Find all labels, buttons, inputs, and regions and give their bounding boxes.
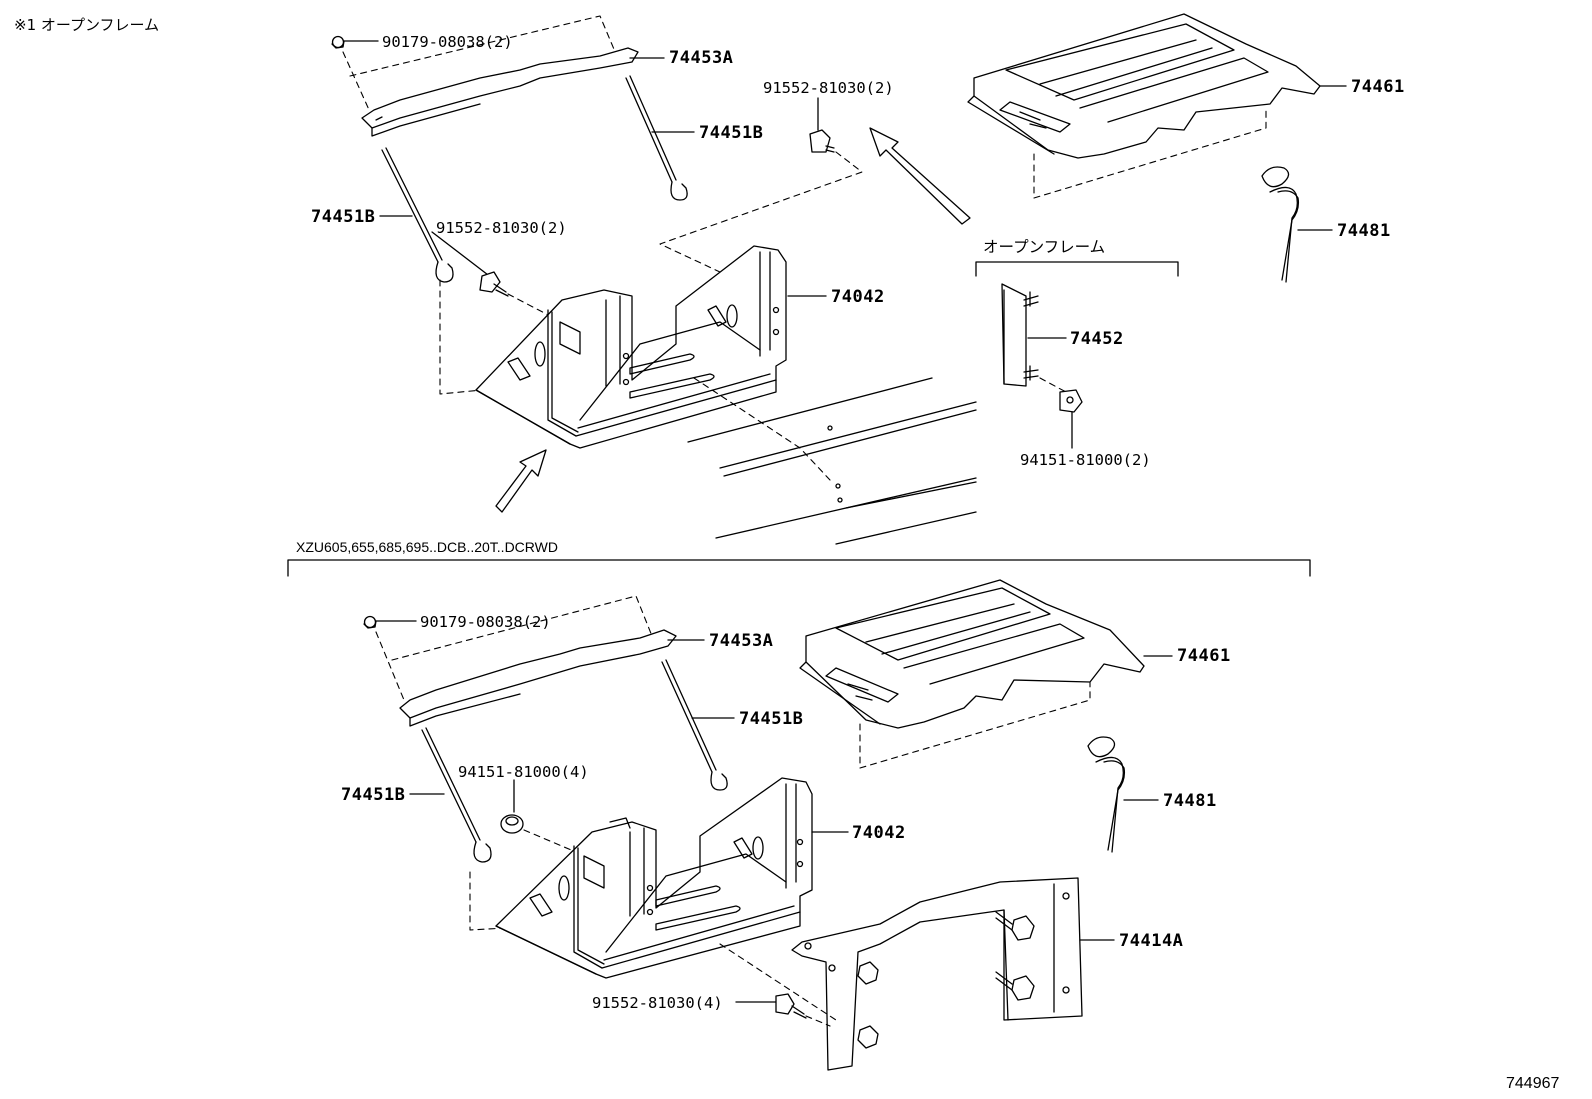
nut-90179-top <box>331 35 379 49</box>
wire-74481-top <box>1261 166 1333 283</box>
bolt-74451B-right-bottom <box>661 659 735 791</box>
clamp-74453A-bottom <box>399 629 705 727</box>
label-74461-top: 74461 <box>1351 77 1405 97</box>
label-74481-bottom: 74481 <box>1163 791 1217 811</box>
bolt-91552-mid-top <box>431 231 555 319</box>
label-74451B-right-top: 74451B <box>699 123 763 143</box>
label-74461-bottom: 74461 <box>1177 646 1231 666</box>
arrow-icon-top-right <box>869 127 971 225</box>
label-74042-bottom: 74042 <box>852 823 906 843</box>
label-94151-top: 94151-81000(2) <box>1020 451 1151 469</box>
label-91552-mid-top: 91552-81030(2) <box>436 219 567 237</box>
figure-code: 744967 <box>1506 1075 1559 1092</box>
label-74452: 74452 <box>1070 329 1124 349</box>
tray-74042-top <box>475 245 827 449</box>
label-74414A: 74414A <box>1119 931 1183 951</box>
label-94151-bottom: 94151-81000(4) <box>458 763 589 781</box>
frame-rails-top <box>687 377 977 545</box>
label-74453A-bottom: 74453A <box>709 631 773 651</box>
condition-bracket <box>287 559 1311 577</box>
label-74042-top: 74042 <box>831 287 885 307</box>
bracket-74414A <box>791 877 1115 1071</box>
clamp-74453A-top <box>361 47 665 137</box>
bolt-74451B-left-bottom <box>409 727 492 863</box>
bolt-74451B-left-top <box>379 147 454 283</box>
label-74481-top: 74481 <box>1337 221 1391 241</box>
tray-74042-bottom <box>495 777 849 979</box>
top-assembly: 90179-08038(2) 74453A 74451B 74451B <box>311 13 1405 545</box>
header-note: ※1 オープンフレーム <box>14 16 159 34</box>
label-91552-upper-top: 91552-81030(2) <box>763 79 894 97</box>
label-74453A-top: 74453A <box>669 48 733 68</box>
label-74451B-left-bottom: 74451B <box>341 785 405 805</box>
label-74451B-right-bottom: 74451B <box>739 709 803 729</box>
label-74451B-left-top: 74451B <box>311 207 375 227</box>
bolt-74451B-right-top <box>625 75 695 201</box>
condition-label: XZU605,655,685,695..DCB..20T..DCRWD <box>296 539 558 555</box>
cover-74461-bottom <box>799 579 1173 729</box>
bottom-assembly: 90179-08038(2) 74453A 74451B 74451B <box>341 579 1231 1071</box>
bolt-91552-bottom <box>735 993 831 1027</box>
label-90179-bottom: 90179-08038(2) <box>420 613 551 631</box>
nut-90179-bottom <box>363 615 417 629</box>
arrow-icon-top-left <box>495 449 547 513</box>
inset-open-frame <box>975 261 1179 449</box>
label-91552-bottom: 91552-81030(4) <box>592 994 723 1012</box>
inset-title: オープンフレーム <box>983 238 1105 256</box>
label-90179-top: 90179-08038(2) <box>382 33 513 51</box>
cover-74461-top <box>967 13 1347 159</box>
wire-74481-bottom <box>1087 736 1159 853</box>
